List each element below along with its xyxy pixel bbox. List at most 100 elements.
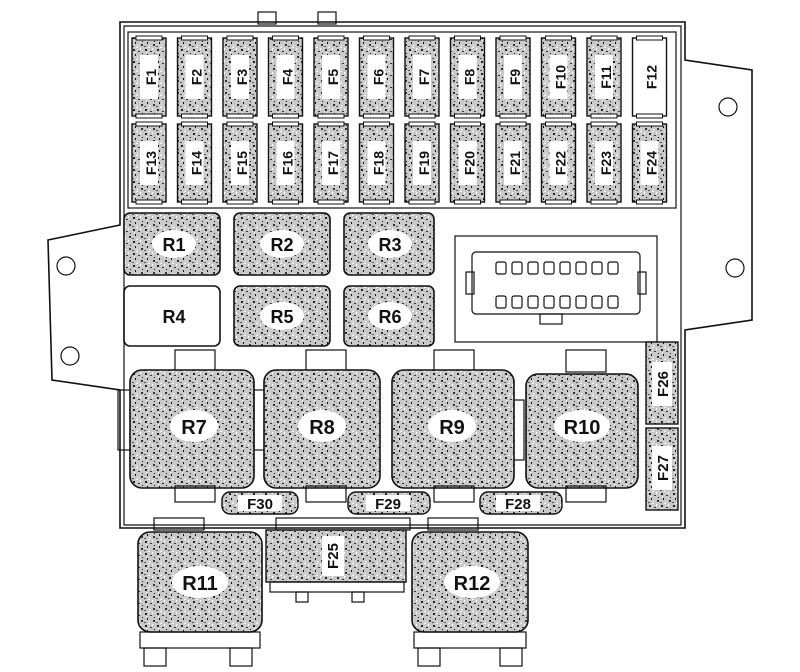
large-relay-r8[interactable]: R8 (253, 349, 381, 503)
fuse-label-f1: F1 (143, 69, 159, 86)
fuse-label-f29: F29 (375, 496, 401, 513)
small-relay-r4[interactable]: R4 (123, 285, 221, 347)
fuse-label-f7: F7 (416, 69, 432, 86)
fuse-f27[interactable]: F27 (645, 427, 679, 511)
fuse-label-f26: F26 (655, 371, 672, 397)
fuse-f28[interactable]: F28 (479, 491, 563, 515)
fuse-label-f23: F23 (598, 151, 614, 175)
fuse-f11[interactable]: F11 (586, 35, 622, 119)
relay-label-r9: R9 (439, 417, 465, 439)
connector-pin (559, 295, 571, 309)
fuse-f24[interactable]: F24 (631, 121, 668, 205)
fuse-label-f30: F30 (247, 496, 273, 513)
fuse-label-f4: F4 (280, 69, 296, 86)
relay-label-r6: R6 (378, 307, 401, 327)
small-relay-r5[interactable]: R5 (233, 285, 331, 347)
relay-label-r2: R2 (270, 235, 293, 255)
fuse-label-f5: F5 (325, 69, 341, 86)
fuse-label-f25: F25 (325, 543, 342, 569)
mounting-hole-right-mid (725, 258, 745, 278)
fuse-label-f16: F16 (280, 151, 296, 175)
connector-pin (591, 261, 603, 275)
fuse-f5[interactable]: F5 (313, 35, 349, 119)
relay-label-r11: R11 (182, 573, 218, 595)
fuse-row-bottom: F13 F14 F15 F16 F17 F18 F19 F20 F21 F22 F23 F24 (131, 121, 668, 205)
relay-label-r8: R8 (309, 417, 335, 439)
fuse-f19[interactable]: F19 (404, 121, 440, 205)
fuse-f8[interactable]: F8 (449, 35, 486, 119)
fuse-f12[interactable]: F12 (631, 35, 668, 119)
small-relay-r1[interactable]: R1 (123, 212, 221, 276)
fuse-label-f17: F17 (325, 151, 341, 175)
fuse-label-f8: F8 (462, 69, 478, 86)
relay-label-r3: R3 (378, 235, 401, 255)
fuse-label-f19: F19 (416, 151, 432, 175)
fuse-f16[interactable]: F16 (267, 121, 304, 205)
connector-pin (591, 295, 603, 309)
fuse-f15[interactable]: F15 (222, 121, 258, 205)
fuse-label-f21: F21 (507, 151, 523, 175)
mounting-hole-left-top (56, 256, 76, 276)
connector-pin (543, 261, 555, 275)
large-relay-r7[interactable]: R7 (117, 349, 255, 503)
small-relay-r6[interactable]: R6 (343, 285, 435, 347)
connector-pin (559, 261, 571, 275)
fuse-label-f15: F15 (234, 151, 250, 175)
lower-relay-r12[interactable]: R12 (411, 517, 529, 667)
relay-label-r7: R7 (181, 417, 207, 439)
large-relay-r10[interactable]: R10 (525, 349, 639, 503)
fuse-f18[interactable]: F18 (358, 121, 395, 205)
relay-label-r10: R10 (564, 417, 601, 439)
fuse-f26[interactable]: F26 (645, 341, 679, 425)
fuse-f20[interactable]: F20 (449, 121, 486, 205)
connector-pin (495, 295, 507, 309)
fuse-label-f9: F9 (507, 69, 523, 86)
connector-pin (511, 295, 523, 309)
fuse-label-f11: F11 (598, 65, 614, 89)
fuse-row-top: F1 F2 F3 F4 F5 F6 F7 F8 F9 F10 F11 F12 (131, 35, 668, 119)
connector-pin (543, 295, 555, 309)
fuse-f14[interactable]: F14 (176, 121, 213, 205)
fuse-label-f27: F27 (655, 455, 672, 481)
fuse-f7[interactable]: F7 (404, 35, 440, 119)
fuse-f1[interactable]: F1 (131, 35, 167, 119)
fuse-f6[interactable]: F6 (358, 35, 395, 119)
fuse-f3[interactable]: F3 (222, 35, 258, 119)
large-relay-r9[interactable]: R9 (391, 349, 525, 503)
relay-label-r5: R5 (270, 307, 293, 327)
small-relay-r2[interactable]: R2 (233, 212, 331, 276)
lower-relay-r11[interactable]: R11 (137, 517, 263, 667)
fuse-f4[interactable]: F4 (267, 35, 304, 119)
fuse-f13[interactable]: F13 (131, 121, 167, 205)
connector-pins (495, 261, 619, 309)
connector-pin (575, 261, 587, 275)
connector-pin (511, 261, 523, 275)
fuse-f21[interactable]: F21 (495, 121, 531, 205)
mounting-hole-right-top (718, 97, 738, 117)
fuse-block-f25[interactable]: F25 (265, 517, 411, 603)
relay-label-r12: R12 (454, 573, 491, 595)
fuse-label-f13: F13 (143, 151, 159, 175)
fuse-label-f2: F2 (189, 69, 205, 86)
fuse-label-f22: F22 (553, 151, 569, 175)
fuse-label-f14: F14 (189, 151, 205, 175)
mounting-hole-left-bottom (60, 346, 80, 366)
fuse-label-f18: F18 (371, 151, 387, 175)
small-relay-r3[interactable]: R3 (343, 212, 435, 276)
fuse-f22[interactable]: F22 (540, 121, 577, 205)
fuse-f17[interactable]: F17 (313, 121, 349, 205)
fuse-f2[interactable]: F2 (176, 35, 213, 119)
fuse-label-f28: F28 (505, 496, 531, 513)
fuse-label-f24: F24 (644, 151, 660, 175)
fuse-label-f3: F3 (234, 69, 250, 86)
fuse-f30[interactable]: F30 (221, 491, 299, 515)
fuse-f10[interactable]: F10 (540, 35, 577, 119)
fuse-label-f6: F6 (371, 69, 387, 86)
fuse-label-f10: F10 (553, 65, 569, 89)
connector-pin (495, 261, 507, 275)
fuse-f23[interactable]: F23 (586, 121, 622, 205)
relay-label-r1: R1 (162, 235, 185, 255)
fuse-f29[interactable]: F29 (347, 491, 431, 515)
fuse-f9[interactable]: F9 (495, 35, 531, 119)
diagnostic-connector[interactable] (454, 235, 658, 343)
